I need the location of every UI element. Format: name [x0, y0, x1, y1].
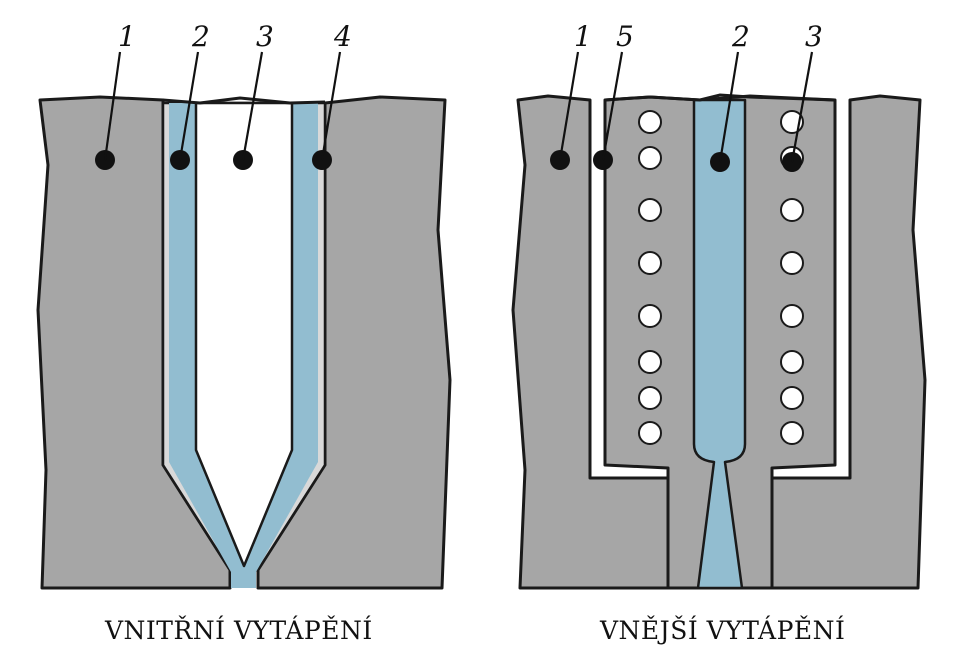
- label-number-1b: 1: [574, 20, 592, 53]
- label-number-3: 3: [256, 20, 274, 53]
- leader-line-1: [103, 51, 122, 161]
- caption-external-heating: VNĚJŠÍ VYTÁPĚNÍ: [600, 616, 846, 645]
- break-line-right: [604, 93, 836, 102]
- leader-line-4: [320, 51, 342, 161]
- mold-plate-right-b: [768, 94, 927, 590]
- label-number-5: 5: [616, 20, 634, 53]
- internal-heating-panel: 1 2 3 4: [36, 20, 452, 590]
- leader-line-3: [241, 51, 264, 161]
- leader-line-2: [178, 51, 200, 161]
- break-line-left: [162, 96, 326, 105]
- leader-line-2b: [718, 51, 740, 163]
- melt-channel-right: [692, 98, 747, 590]
- label-number-3b: 3: [805, 20, 823, 53]
- caption-internal-heating: VNITŘNÍ VYTÁPĚNÍ: [105, 616, 373, 645]
- external-heating-panel: 1 5 2 3: [511, 20, 927, 590]
- heater-coil-left-column: [638, 110, 662, 445]
- label-number-1: 1: [118, 20, 136, 53]
- label-number-2: 2: [191, 20, 210, 53]
- mold-plate-left-a: [36, 95, 232, 590]
- leader-line-1b: [558, 51, 580, 161]
- leader-line-5: [601, 51, 624, 161]
- label-number-4: 4: [333, 20, 352, 53]
- label-number-2b: 2: [731, 20, 750, 53]
- leader-line-3b: [790, 51, 814, 163]
